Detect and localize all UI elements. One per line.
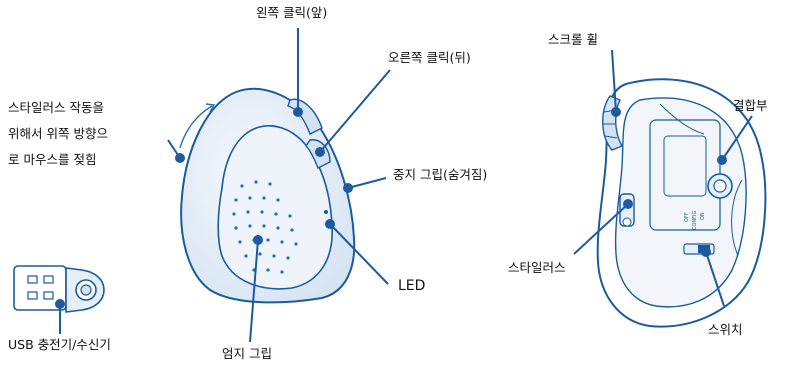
switch-on-print: ON — [700, 212, 706, 220]
right-click-label: 오른쪽 클릭(뒤) — [388, 50, 471, 65]
tilt-direction-arrow — [179, 105, 213, 149]
left-leader-lines — [167, 28, 391, 343]
left-click-label: 왼쪽 클릭(앞) — [256, 5, 328, 20]
scroll-wheel-label: 스크롤 휠 — [548, 32, 598, 47]
right-leader-lines — [573, 49, 753, 307]
switch-off-print: OFF — [684, 212, 690, 222]
thumb-grip-dots — [232, 180, 298, 274]
switch-label: 스위치 — [708, 322, 743, 337]
stylus-label: 스타일러스 — [508, 260, 566, 275]
coupling-label: 결합부 — [733, 98, 768, 113]
thumb-grip-label: 엄지 그립 — [222, 346, 272, 361]
switch-config-print: CONFIG — [692, 210, 698, 230]
led-indicator — [324, 210, 328, 214]
led-label: LED — [398, 278, 426, 294]
middle-grip-label: 중지 그립(숨겨짐) — [393, 167, 488, 182]
mouse-bottom-view: OFF CONFIG ON — [596, 78, 767, 328]
tilt-arrowhead — [205, 103, 216, 113]
usb-receiver-label: USB 충전기/수신기 — [8, 337, 111, 352]
mouse-front-view — [180, 87, 356, 304]
usb-receiver — [13, 265, 105, 313]
tilt-instruction-line2: 위해서 위쪽 방향으 — [8, 126, 108, 141]
tilt-instruction-line1: 스타일러스 작동을 — [8, 100, 104, 115]
usb-leader-line — [55, 299, 65, 334]
tilt-instruction: 스타일러스 작동을 위해서 위쪽 방향으 로 마우스를 젖힘 — [8, 98, 108, 170]
thumb-grip-pad — [217, 125, 333, 290]
tilt-instruction-line3: 로 마우스를 젖힘 — [8, 152, 97, 167]
